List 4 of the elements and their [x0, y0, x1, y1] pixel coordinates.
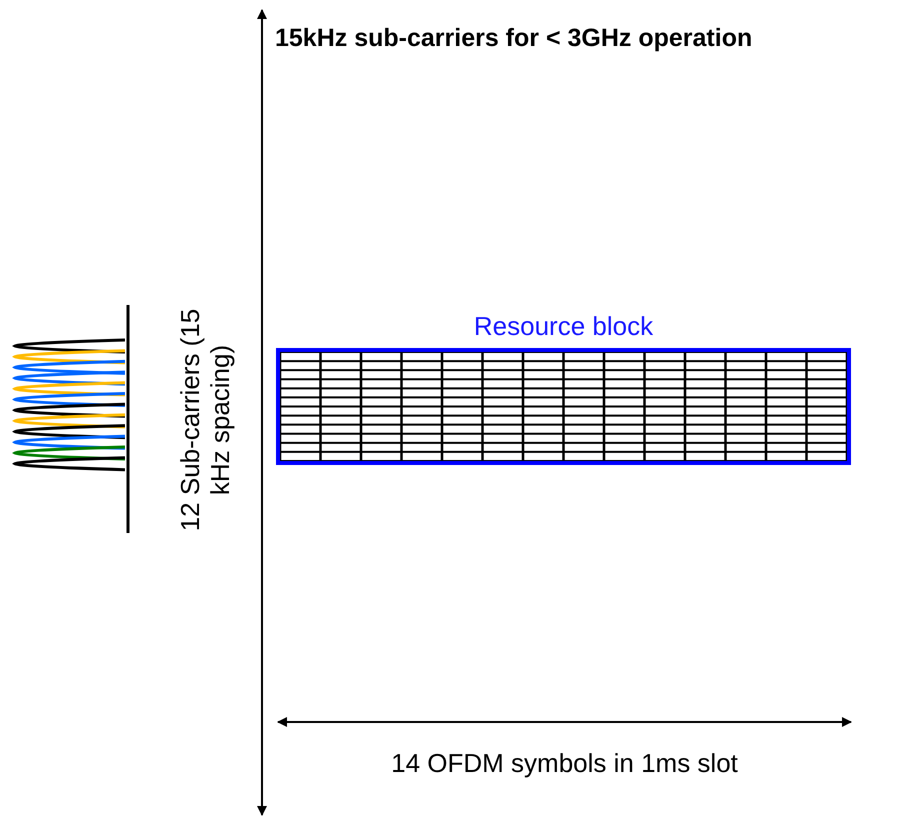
axis-label: 12 Sub-carriers (15 kHz spacing) — [175, 308, 235, 534]
title: 15kHz sub-carriers for < 3GHz operation — [275, 24, 752, 53]
dimension-label: 14 OFDM symbols in 1ms slot — [390, 748, 739, 779]
block-heading: Resource block — [472, 312, 654, 340]
